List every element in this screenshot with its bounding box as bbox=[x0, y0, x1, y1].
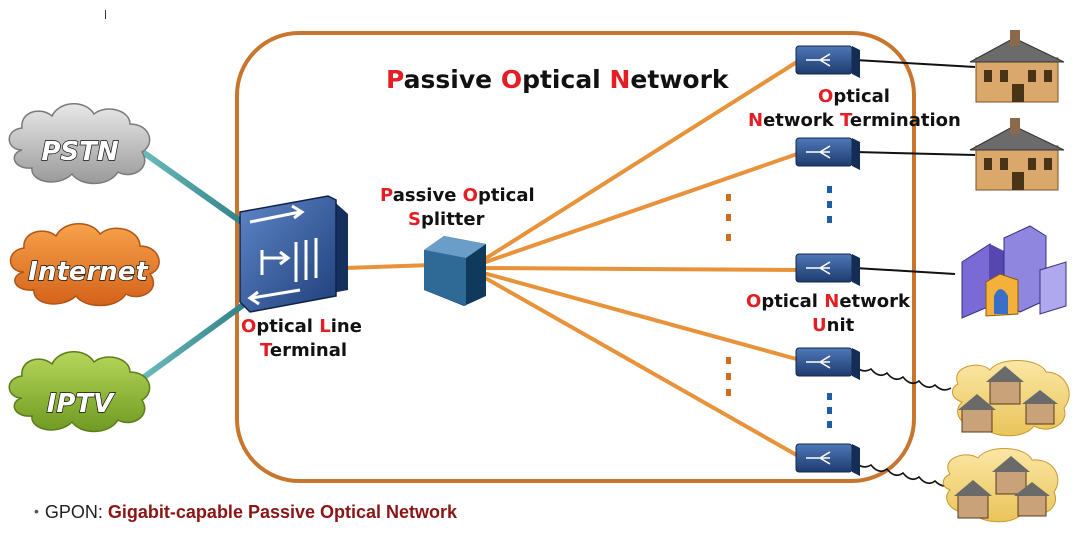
distribution-fibers bbox=[478, 58, 802, 459]
ont-label-line1: Optical bbox=[818, 86, 890, 107]
caption: • GPON: Gigabit-capable Passive Optical N… bbox=[34, 502, 457, 523]
feeder-fiber bbox=[344, 263, 433, 270]
diagram-title: Passive Optical Network bbox=[386, 65, 730, 94]
olt-label-line1: Optical Line bbox=[241, 316, 362, 337]
onu-device-4 bbox=[795, 347, 860, 380]
residential-area-icon bbox=[952, 359, 1070, 437]
text-cursor-mark bbox=[105, 10, 106, 19]
house-icon bbox=[969, 30, 1065, 103]
onu-device-2 bbox=[795, 137, 860, 170]
residential-area-icon bbox=[942, 447, 1059, 523]
optical-splitter-device bbox=[424, 236, 486, 306]
internet-cloud: Internet bbox=[9, 223, 160, 307]
ellipsis-dots-blue bbox=[827, 186, 832, 428]
onu-label-line2: Unit bbox=[812, 315, 855, 336]
olt-label-line2: Terminal bbox=[260, 340, 347, 361]
onu-label-line1: Optical Network bbox=[746, 291, 911, 312]
house-icon bbox=[954, 480, 992, 519]
iptv-cloud: IPTV bbox=[8, 351, 151, 433]
pstn-label: PSTN bbox=[41, 137, 119, 167]
bullet: • bbox=[34, 503, 39, 519]
office-buildings-icon bbox=[961, 225, 1067, 319]
house-icon bbox=[992, 456, 1030, 495]
ont-label-line2: Network Termination bbox=[748, 110, 961, 131]
caption-term: GPON: bbox=[44, 502, 108, 522]
service-links bbox=[138, 147, 252, 383]
caption-definition: Gigabit-capable Passive Optical Network bbox=[107, 502, 458, 522]
olt-device bbox=[239, 195, 348, 313]
onu-device-5 bbox=[795, 443, 860, 476]
internet-label: Internet bbox=[28, 257, 149, 287]
iptv-label: IPTV bbox=[47, 389, 115, 419]
cloud-shape bbox=[9, 223, 160, 307]
onu-devices bbox=[795, 45, 860, 476]
house-icon bbox=[969, 118, 1065, 191]
house-icon bbox=[1014, 482, 1050, 517]
onu-device-3 bbox=[795, 253, 860, 286]
olt-arrows-icon bbox=[247, 204, 318, 306]
onu-split-icon bbox=[806, 355, 831, 369]
splitter-label-line2: Splitter bbox=[408, 209, 485, 230]
onu-split-icon bbox=[806, 53, 831, 67]
cloud-shape bbox=[8, 351, 151, 433]
onu-device-1 bbox=[795, 45, 860, 78]
coax-cables bbox=[854, 365, 952, 487]
house-icon bbox=[986, 366, 1024, 405]
onu-split-icon bbox=[806, 261, 831, 275]
drop-cables bbox=[854, 59, 976, 275]
pstn-cloud: PSTN bbox=[8, 103, 151, 185]
ellipsis-dots-orange bbox=[726, 194, 731, 396]
onu-split-icon bbox=[806, 145, 831, 159]
splitter-label-line1: Passive Optical bbox=[380, 185, 535, 206]
house-icon bbox=[958, 394, 996, 433]
pon-boundary bbox=[235, 31, 916, 483]
onu-split-icon bbox=[806, 451, 831, 465]
house-icon bbox=[1022, 390, 1058, 425]
cloud-shape bbox=[8, 103, 151, 185]
